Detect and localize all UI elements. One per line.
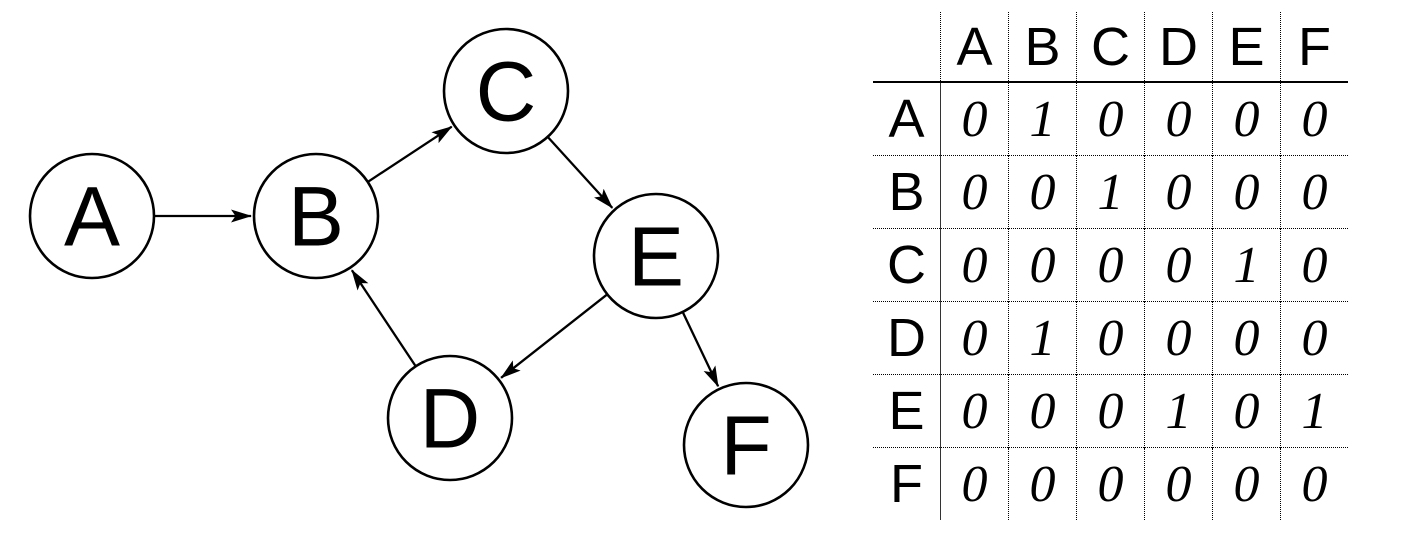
node-label-F: F <box>720 398 771 492</box>
matrix-cell-F-F: 0 <box>1280 447 1348 520</box>
matrix-cell-B-F: 0 <box>1280 155 1348 229</box>
matrix-col-header-F: F <box>1280 12 1348 83</box>
matrix-row-header-D: D <box>873 301 941 375</box>
node-circle-F <box>682 381 810 509</box>
node-circle-C <box>442 27 570 155</box>
graph-node-D: D <box>386 354 514 482</box>
matrix-row-header-C: C <box>873 228 941 302</box>
node-label-D: D <box>420 371 481 465</box>
matrix-cell-E-A: 0 <box>940 374 1009 448</box>
matrix-cell-F-E: 0 <box>1212 447 1281 520</box>
matrix-row-header-A: A <box>888 89 925 149</box>
matrix-cell-A-D: 0 <box>1144 82 1213 156</box>
node-label-E: E <box>628 209 684 303</box>
matrix-row-header-B: B <box>873 155 941 229</box>
matrix-cell-D-E: 0 <box>1212 301 1281 375</box>
graph-edge-E-F <box>681 311 720 388</box>
matrix-cell-C-D: 0 <box>1144 228 1213 302</box>
graph-node-F: F <box>682 381 810 509</box>
matrix-cell-A-E: 0 <box>1212 82 1281 156</box>
matrix-cell-A-C: 0 <box>1076 82 1145 156</box>
matrix-cell-E-C: 0 <box>1076 374 1145 448</box>
graph-node-A: A <box>28 152 156 280</box>
matrix-cell-A-B: 1 <box>1008 82 1077 156</box>
graph-edge-B-C <box>367 125 453 183</box>
graph-edge-D-B <box>350 269 417 367</box>
graph-edge-C-E <box>546 136 614 209</box>
node-circle-A <box>28 152 156 280</box>
matrix-cell-D-A: 0 <box>940 301 1009 375</box>
matrix-cell-A-A: 0 <box>940 82 1009 156</box>
matrix-col-header-B: B <box>1008 12 1077 83</box>
node-label-C: C <box>476 44 537 138</box>
matrix-cell-B-C: 1 <box>1076 155 1145 229</box>
matrix-cell-E-E: 0 <box>1212 374 1281 448</box>
matrix-cell-B-E: 0 <box>1212 155 1281 229</box>
matrix-cell-C-A: 0 <box>940 228 1009 302</box>
matrix-cell-D-F: 0 <box>1280 301 1348 375</box>
node-circle-E <box>592 192 720 320</box>
matrix-col-header-D: D <box>1144 12 1213 83</box>
matrix-row-header-E: E <box>873 374 941 448</box>
edge-layer <box>154 125 720 388</box>
graph-node-B: B <box>252 152 380 280</box>
matrix-cell-B-B: 0 <box>1008 155 1077 229</box>
matrix-corner-cell <box>873 12 941 83</box>
matrix-row-header-F: F <box>873 447 941 520</box>
matrix-cell-C-B: 0 <box>1008 228 1077 302</box>
matrix-cell-A-F: 0 <box>1280 82 1348 156</box>
matrix-cell-C-F: 0 <box>1280 228 1348 302</box>
matrix-cell-E-F: 1 <box>1280 374 1348 448</box>
matrix-cell-D-D: 0 <box>1144 301 1213 375</box>
matrix-cell-E-D: 1 <box>1144 374 1213 448</box>
node-circle-D <box>386 354 514 482</box>
matrix-cell-F-D: 0 <box>1144 447 1213 520</box>
graph-node-E: E <box>592 192 720 320</box>
node-label-A: A <box>64 169 120 263</box>
graph-edge-E-D <box>500 293 609 379</box>
matrix-cell-F-C: 0 <box>1076 447 1145 520</box>
matrix-cell-C-E: 1 <box>1212 228 1281 302</box>
matrix-cell-F-A: 0 <box>940 447 1009 520</box>
matrix-cell-D-B: 1 <box>1008 301 1077 375</box>
matrix-col-header-C: C <box>1076 12 1145 83</box>
node-layer: A B C D E F <box>28 27 810 509</box>
directed-graph: A B C D E F <box>28 27 810 509</box>
node-circle-B <box>252 152 380 280</box>
matrix-col-header-A: A <box>940 12 1009 83</box>
matrix-col-header-E: E <box>1212 12 1281 83</box>
matrix-cell-B-D: 0 <box>1144 155 1213 229</box>
matrix-cell-E-B: 0 <box>1008 374 1077 448</box>
matrix-cell-C-C: 0 <box>1076 228 1145 302</box>
node-label-B: B <box>288 169 344 263</box>
graph-node-C: C <box>442 27 570 155</box>
matrix-cell-B-A: 0 <box>940 155 1009 229</box>
matrix-cell-F-B: 0 <box>1008 447 1077 520</box>
matrix-cell-D-C: 0 <box>1076 301 1145 375</box>
